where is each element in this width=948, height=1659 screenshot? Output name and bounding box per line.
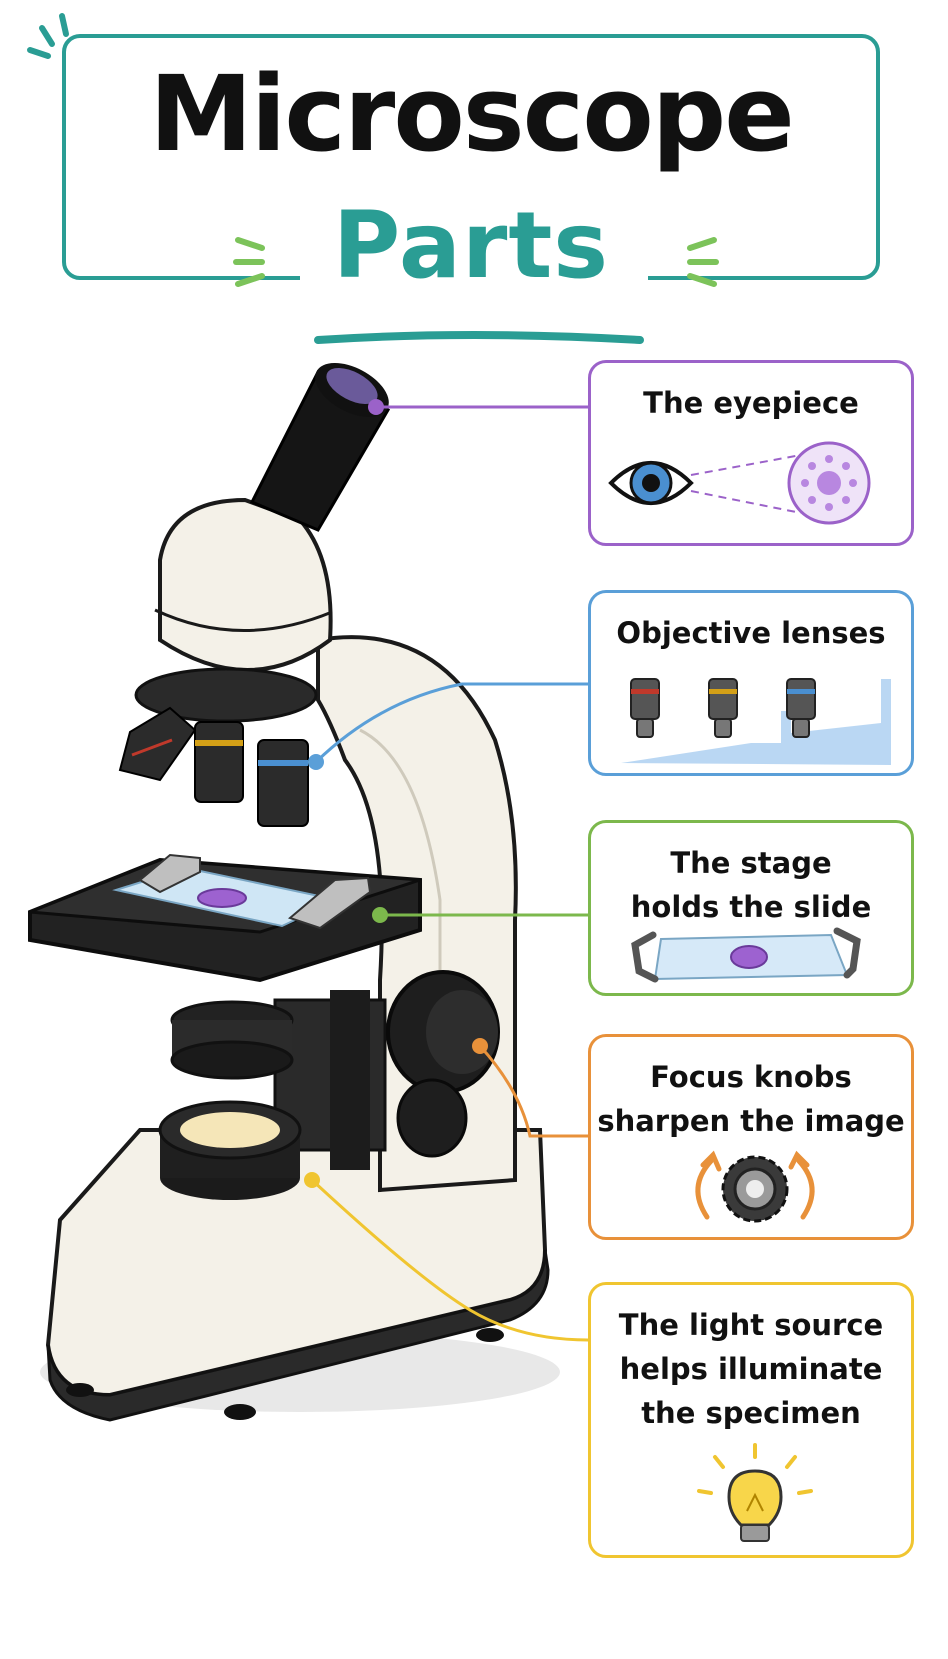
title-underline-gap [300, 266, 648, 296]
callout-light: The light source helps illuminate the sp… [588, 1282, 914, 1558]
callout-stage-text: The stage holds the slide [630, 846, 872, 924]
callout-eyepiece-text: The eyepiece [643, 386, 859, 420]
slide-icon [631, 927, 861, 983]
microscope-illustration [28, 362, 560, 1422]
title-main: Microscope [149, 53, 795, 175]
title-underline [314, 331, 644, 344]
objective-lenses-icon [621, 678, 891, 765]
callout-focus-text: Focus knobs sharpen the image [597, 1060, 905, 1138]
title-sub: Parts [332, 192, 610, 299]
callout-focus: Focus knobs sharpen the image [588, 1034, 914, 1240]
eye-icon [608, 441, 871, 525]
objective-lens-2 [194, 721, 244, 803]
connector-focus [472, 1038, 588, 1138]
connector-objective [308, 682, 588, 770]
objective-lens-1 [118, 706, 197, 782]
focus-knob-icon [695, 1150, 815, 1223]
title-sparkle-left-icon [233, 237, 265, 287]
objective-lens-3 [257, 739, 309, 827]
callout-light-text: The light source helps illuminate the sp… [618, 1308, 884, 1430]
fine-focus-knob [396, 1078, 468, 1158]
callout-eyepiece: The eyepiece [588, 360, 914, 546]
callout-objective-text: Objective lenses [616, 616, 886, 650]
connector-stage [372, 907, 588, 923]
callout-stage: The stage holds the slide [588, 820, 914, 996]
callout-objective: Objective lenses [588, 590, 914, 776]
title-sparkle-icon [27, 13, 69, 59]
light-bulb-icon [697, 1443, 813, 1542]
connector-eyepiece [368, 399, 588, 415]
connector-light [304, 1172, 589, 1342]
title-sparkle-right-icon [687, 237, 719, 287]
